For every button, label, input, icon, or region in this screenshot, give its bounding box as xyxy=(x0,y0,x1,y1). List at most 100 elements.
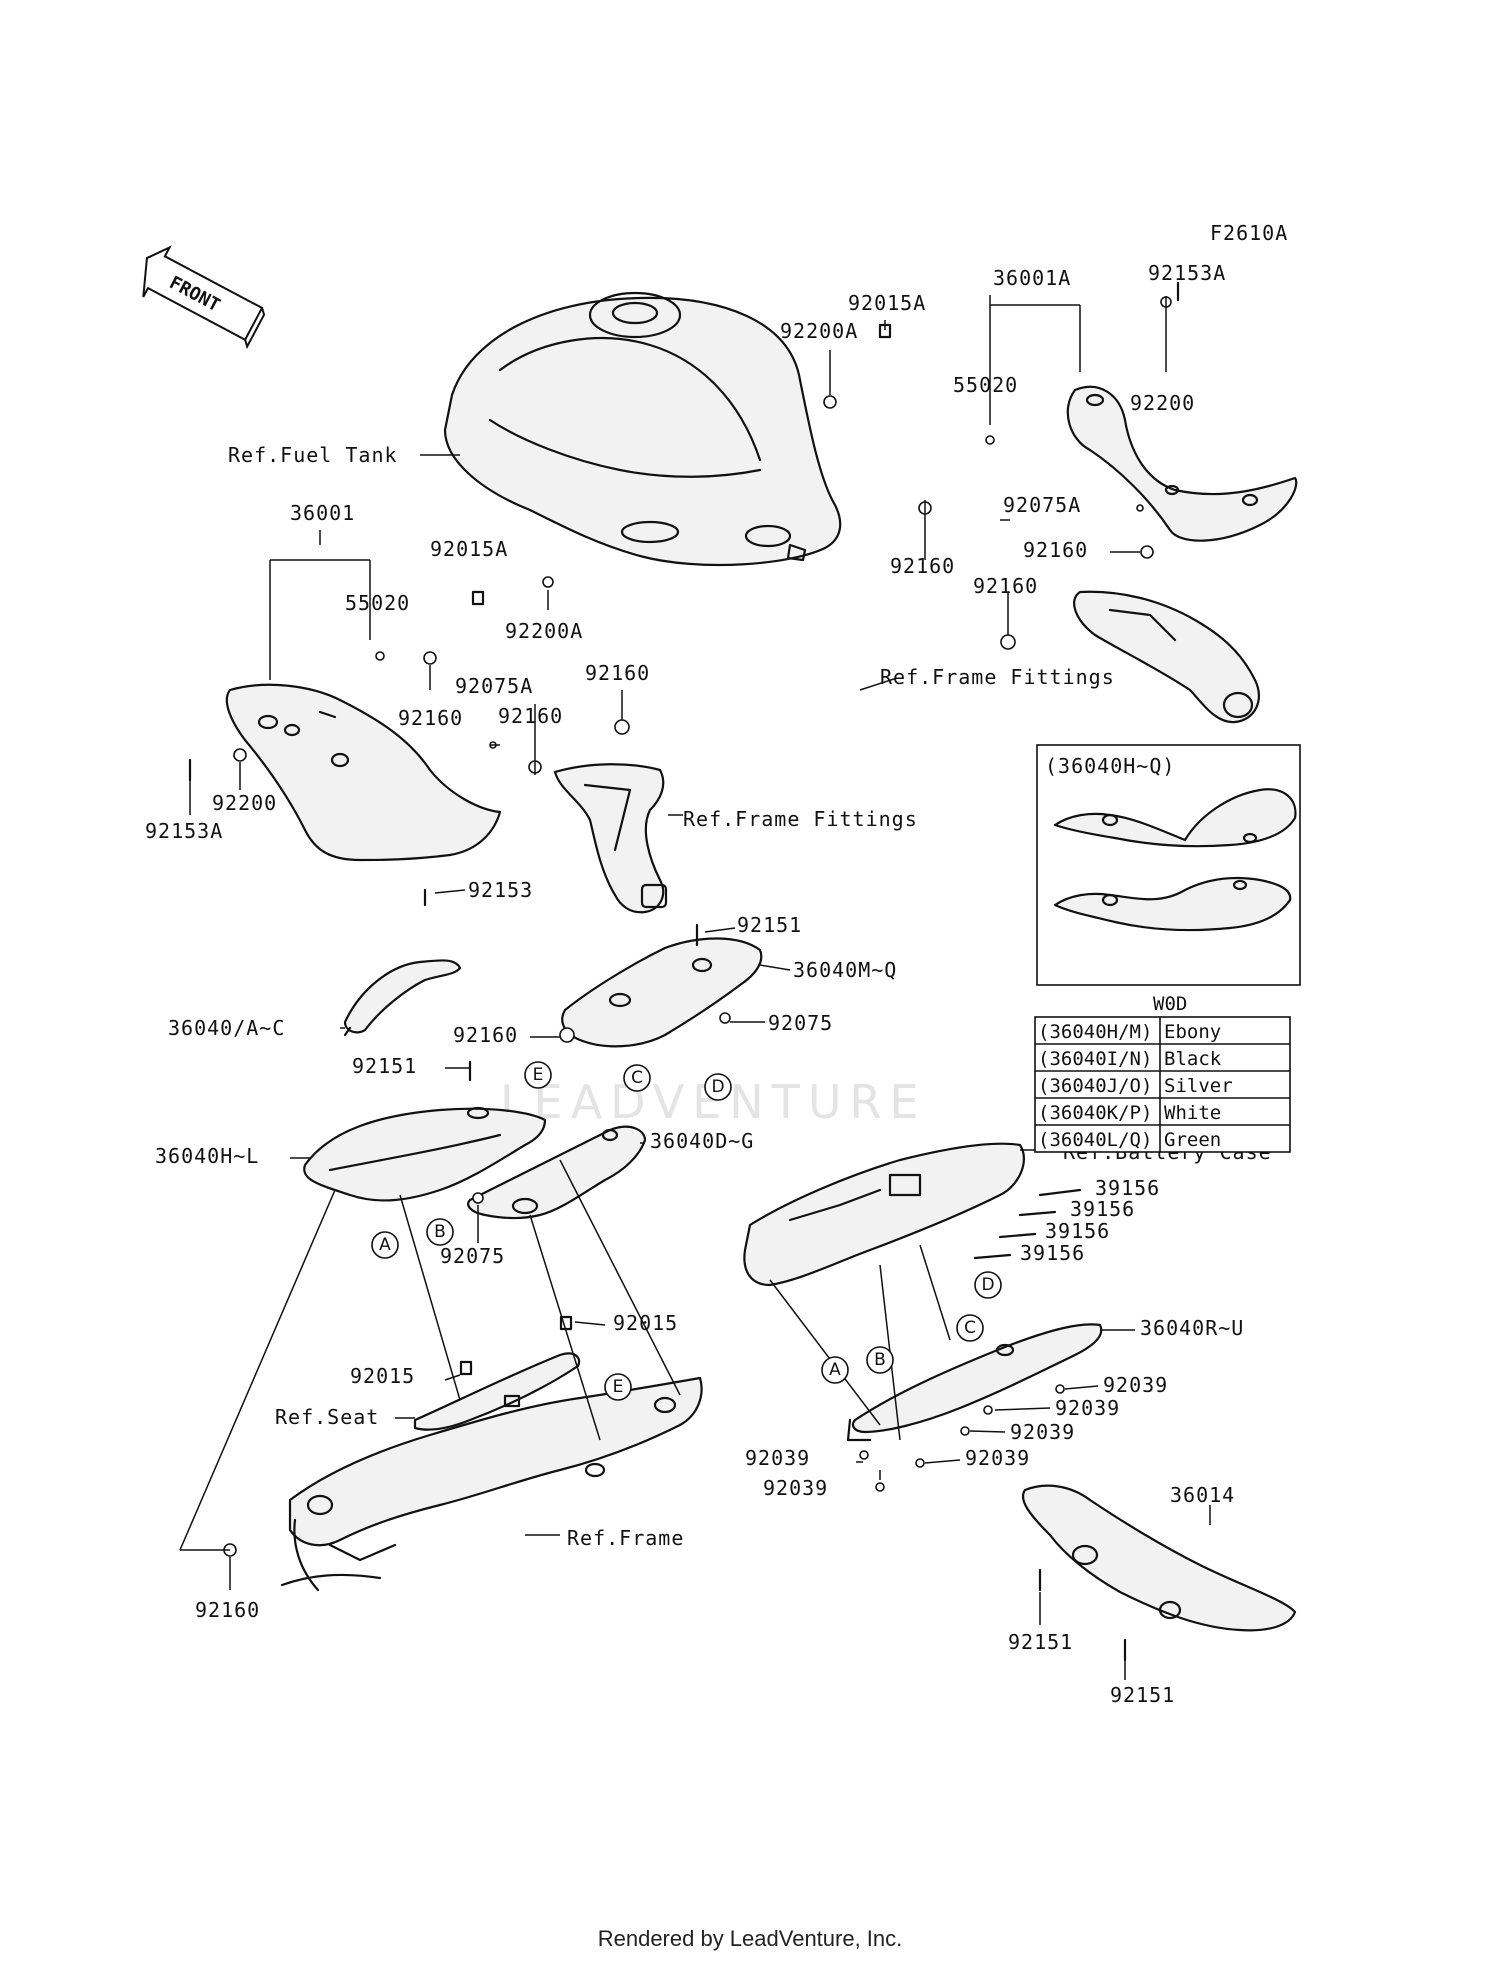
clips-39156 xyxy=(973,1188,1082,1260)
callout-92160-left-c: 92160 xyxy=(398,706,463,730)
callout-36040D-G: 36040D~G xyxy=(650,1129,754,1153)
color-row-0-code: (36040H/M) xyxy=(1038,1021,1152,1043)
color-row-4-code: (36040L/Q) xyxy=(1038,1129,1152,1151)
color-table-note: W0D xyxy=(1153,993,1187,1015)
seat-illustration xyxy=(413,1352,581,1431)
callout-92075A-top: 92075A xyxy=(1003,493,1081,517)
marker-A-right-label: A xyxy=(829,1360,841,1380)
circle-markers: E C D A B E D C A B xyxy=(371,1061,1002,1401)
marker-B-right-label: B xyxy=(874,1350,886,1370)
marker-C-right: C xyxy=(956,1314,984,1342)
cover-36040M-Q xyxy=(561,937,763,1048)
callout-92200A-top: 92200A xyxy=(780,319,858,343)
callout-92160-top-c: 92160 xyxy=(973,574,1038,598)
cover-36040D-G xyxy=(467,1125,647,1220)
color-table: W0D (36040H/M) Ebony (36040I/N) Black (3… xyxy=(1034,993,1291,1153)
callout-92160-top-a: 92160 xyxy=(1023,538,1088,562)
marker-D-top-label: D xyxy=(711,1077,724,1097)
reference-labels: Ref.Fuel Tank Ref.Frame Fittings Ref.Fra… xyxy=(228,443,1271,1550)
color-row-3-code: (36040K/P) xyxy=(1038,1102,1152,1124)
marker-B-right: B xyxy=(866,1346,894,1374)
cover-36014 xyxy=(1022,1484,1297,1632)
marker-B-left: B xyxy=(426,1218,454,1246)
inset-title: (36040H~Q) xyxy=(1045,754,1175,778)
marker-C-top-label: C xyxy=(631,1068,643,1088)
ref-frame-fittings-top-label: Ref.Frame Fittings xyxy=(880,665,1115,689)
cover-36040H-L xyxy=(303,1106,547,1202)
callout-92200-top: 92200 xyxy=(1130,391,1195,415)
leader-lines xyxy=(179,295,1211,1680)
callout-92153A-left: 92153A xyxy=(145,819,223,843)
callout-92039-c: 92039 xyxy=(1010,1420,1075,1444)
callout-92075A-left: 92075A xyxy=(455,674,533,698)
callout-92160-mid: 92160 xyxy=(453,1023,518,1047)
callout-92039-d: 92039 xyxy=(965,1446,1030,1470)
callout-39156-a: 39156 xyxy=(1095,1176,1160,1200)
callout-92039-a: 92039 xyxy=(1103,1373,1168,1397)
callout-92151-mid: 92151 xyxy=(737,913,802,937)
marker-C-right-label: C xyxy=(964,1318,976,1338)
callout-36040-A-C: 36040/A~C xyxy=(168,1016,285,1040)
color-row-3-color: White xyxy=(1164,1102,1221,1124)
color-row-0-color: Ebony xyxy=(1164,1021,1221,1043)
callout-92151-left: 92151 xyxy=(352,1054,417,1078)
frame-fitting-top-right xyxy=(1073,590,1260,724)
callout-92200-left: 92200 xyxy=(212,791,277,815)
callout-36040H-L: 36040H~L xyxy=(155,1144,259,1168)
callout-92160-top-b: 92160 xyxy=(890,554,955,578)
callout-39156-c: 39156 xyxy=(1045,1219,1110,1243)
marker-E-top-label: E xyxy=(533,1065,544,1085)
ref-frame-fittings-left-label: Ref.Frame Fittings xyxy=(683,807,918,831)
color-row-1-code: (36040I/N) xyxy=(1038,1048,1152,1070)
inset-box: (36040H~Q) xyxy=(1036,744,1301,986)
side-cover-36001 xyxy=(225,683,502,862)
battery-case-illustration xyxy=(743,1142,1025,1287)
callout-92160-bottom: 92160 xyxy=(195,1598,260,1622)
undercover-36040R-U xyxy=(846,1323,1103,1442)
marker-E-low: E xyxy=(604,1373,632,1401)
callout-55020-left: 55020 xyxy=(345,591,410,615)
callout-92039-f: 92039 xyxy=(763,1476,828,1500)
marker-C-top: C xyxy=(623,1064,651,1092)
marker-A-left: A xyxy=(371,1231,399,1259)
callout-92039-b: 92039 xyxy=(1055,1396,1120,1420)
marker-E-top: E xyxy=(524,1061,552,1089)
marker-A-left-label: A xyxy=(379,1235,391,1255)
callout-39156-d: 39156 xyxy=(1020,1241,1085,1265)
color-row-2-code: (36040J/O) xyxy=(1038,1075,1152,1097)
callout-92200A-left: 92200A xyxy=(505,619,583,643)
inset-cover-lower xyxy=(1053,876,1292,932)
marker-D-right-label: D xyxy=(981,1275,994,1295)
marker-D-top: D xyxy=(704,1073,732,1101)
fuel-tank-illustration xyxy=(443,291,842,567)
frame-fitting-left xyxy=(553,763,668,914)
bracket-36040-A-C xyxy=(343,959,462,1037)
marker-E-low-label: E xyxy=(613,1377,624,1397)
callout-92151-b1: 92151 xyxy=(1008,1630,1073,1654)
marker-B-left-label: B xyxy=(434,1222,446,1242)
side-cover-36001A xyxy=(1066,385,1298,542)
marker-A-right: A xyxy=(821,1356,849,1384)
ref-fuel-tank-label: Ref.Fuel Tank xyxy=(228,443,398,467)
callout-92153: 92153 xyxy=(468,878,533,902)
callout-55020-top: 55020 xyxy=(953,373,1018,397)
callout-36001A: 36001A xyxy=(993,266,1071,290)
footer-credit: Rendered by LeadVenture, Inc. xyxy=(597,1926,903,1951)
callout-92075-low: 92075 xyxy=(440,1244,505,1268)
callout-92075-mid: 92075 xyxy=(768,1011,833,1035)
callout-92015A-top: 92015A xyxy=(848,291,926,315)
callout-labels: 92153A 36001A 92015A 92200A 55020 92200 … xyxy=(145,261,1244,1707)
callout-36040R-U: 36040R~U xyxy=(1140,1316,1244,1340)
color-row-1-color: Black xyxy=(1164,1048,1222,1070)
callout-92039-e: 92039 xyxy=(745,1446,810,1470)
figure-code: F2610A xyxy=(1210,221,1288,245)
callout-92160-left-b: 92160 xyxy=(498,704,563,728)
color-row-4-color: Green xyxy=(1164,1129,1221,1151)
callout-92160-left-a: 92160 xyxy=(585,661,650,685)
callout-36040M-Q: 36040M~Q xyxy=(793,958,897,982)
callout-92015-left: 92015 xyxy=(350,1364,415,1388)
marker-D-right: D xyxy=(974,1271,1002,1299)
ref-seat-label: Ref.Seat xyxy=(275,1405,379,1429)
callout-92015A-left: 92015A xyxy=(430,537,508,561)
